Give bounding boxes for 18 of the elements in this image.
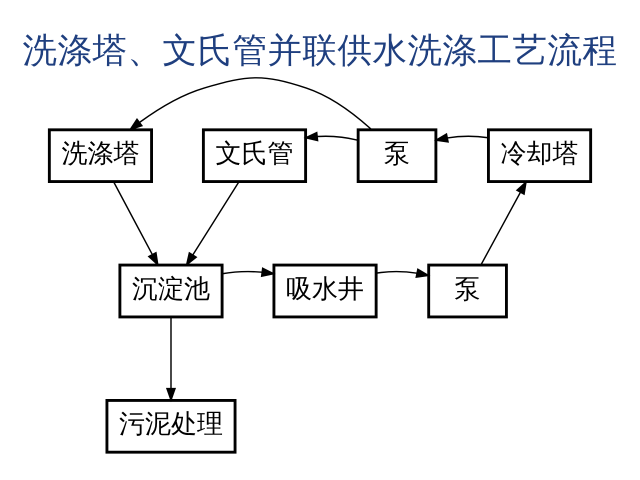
arrow [113,181,159,266]
arrow [222,266,276,277]
arrow [304,130,358,141]
node-box: 泵 [427,263,508,318]
node-box: 污泥处理 [106,398,236,454]
arrow [376,268,430,278]
arrow [166,316,176,402]
arrow [185,181,240,266]
node-box: 泵 [356,128,438,183]
node-box: 洗涤塔 [48,128,153,183]
node-box: 冷却塔 [487,128,592,183]
node-box: 沉淀池 [118,263,224,318]
diagram-title: 洗涤塔、文氏管并联供水洗涤工艺流程 [22,30,618,71]
node-box: 文氏管 [202,128,308,183]
arrow [434,132,488,142]
arrow [128,76,372,130]
arrow [480,180,528,265]
node-box: 吸水井 [272,263,378,318]
